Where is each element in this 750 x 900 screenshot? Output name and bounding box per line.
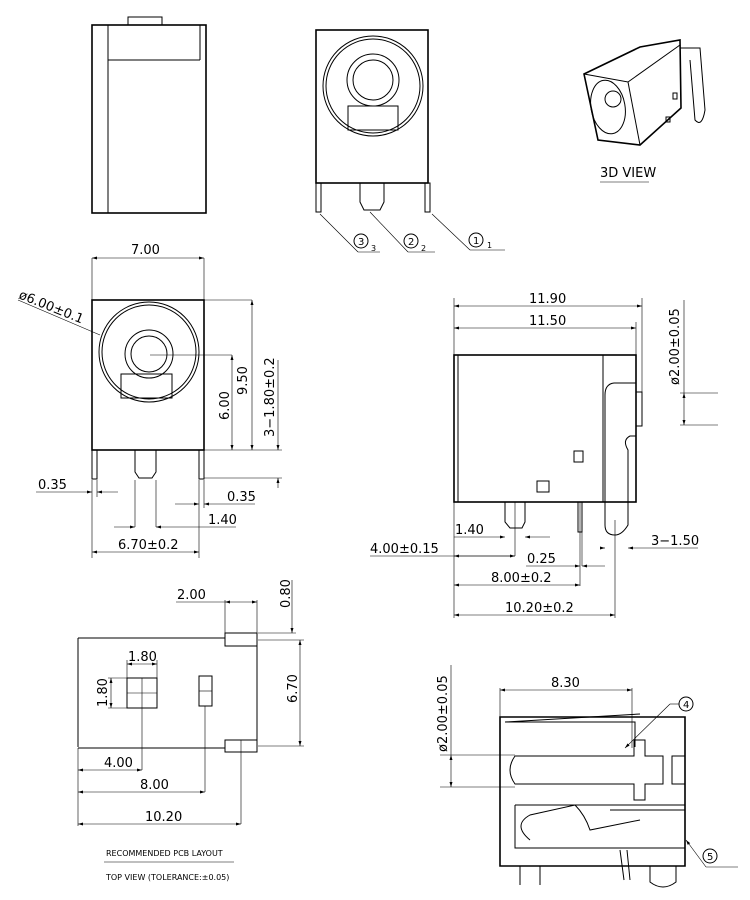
balloon-5-num: 5 [707,852,713,863]
front-dimension-view: 7.00 ø6.00±0.1 9.50 6.00 3−1.80±0.2 0.35… [17,243,282,558]
dim-section-pin-dia: ø2.00±0.05 [436,675,451,752]
dim-pin-pos: 4.00±0.15 [370,542,439,557]
dim-d1: 4.00 [104,756,133,771]
balloon-3-sub: 3 [371,244,376,253]
dim-d3: 10.20 [145,810,182,825]
3d-view-label: 3D VIEW [600,166,656,181]
balloon-5: 5 [702,848,718,864]
dim-pin-length: 3−1.80±0.2 [263,357,278,437]
balloon-4-num: 4 [683,700,689,711]
dim-rear-pos: 10.20±0.2 [505,601,574,616]
dim-d2: 8.00 [140,778,169,793]
dim-pad-span: 6.70 [286,674,301,703]
section-view: 8.30 ø2.00±0.05 [436,665,738,888]
3d-view: 3D VIEW [583,39,706,183]
dim-sq-h: 1.80 [96,678,111,707]
dim-height: 9.50 [236,366,251,395]
dim-pin-left: 0.35 [38,478,67,493]
dim-body: 11.50 [529,314,566,329]
balloon-3: 3 3 [353,233,376,253]
pcb-layout: 2.00 0.80 6.70 1.80 1.80 4.00 8.00 10.20… [77,579,304,882]
dim-width: 7.00 [131,243,160,258]
balloon-2: 2 2 [403,233,426,253]
dim-side-pin-dia: ø2.00±0.05 [668,308,683,385]
dim-sq-w: 1.80 [128,650,157,665]
dim-center-height: 6.00 [218,391,233,420]
pcb-subcaption: TOP VIEW (TOLERANCE:±0.05) [105,873,229,882]
dim-pin-width: 1.40 [455,523,484,538]
dim-overall: 11.90 [529,292,566,307]
balloon-2-sub: 2 [421,244,426,253]
dim-pin-right: 0.35 [227,490,256,505]
dim-rear-pin: 3−1.50 [651,534,699,549]
dim-diameter: ø6.00±0.1 [17,288,86,328]
balloon-3-num: 3 [358,237,364,248]
dim-center-pin: 1.40 [208,513,237,528]
dim-pad-len: 2.00 [177,588,206,603]
dim-pad-w: 0.80 [279,579,294,608]
dim-tab: 0.25 [527,552,556,567]
dim-depth: 8.30 [551,676,580,691]
balloon-1: 1 1 [468,232,492,250]
balloon-2-num: 2 [408,237,414,248]
dim-tab-pos: 8.00±0.2 [491,571,552,586]
balloon-1-num: 1 [473,236,479,247]
dim-pin-span: 6.70±0.2 [118,538,179,553]
side-view: 11.90 11.50 ø2.00±0.05 1.40 4.00±0.15 0.… [370,292,718,618]
front-view [315,29,505,253]
balloon-1-sub: 1 [487,241,492,250]
top-view [91,16,207,214]
balloon-4: 4 [678,696,694,712]
pcb-caption: RECOMMENDED PCB LAYOUT [106,849,223,858]
